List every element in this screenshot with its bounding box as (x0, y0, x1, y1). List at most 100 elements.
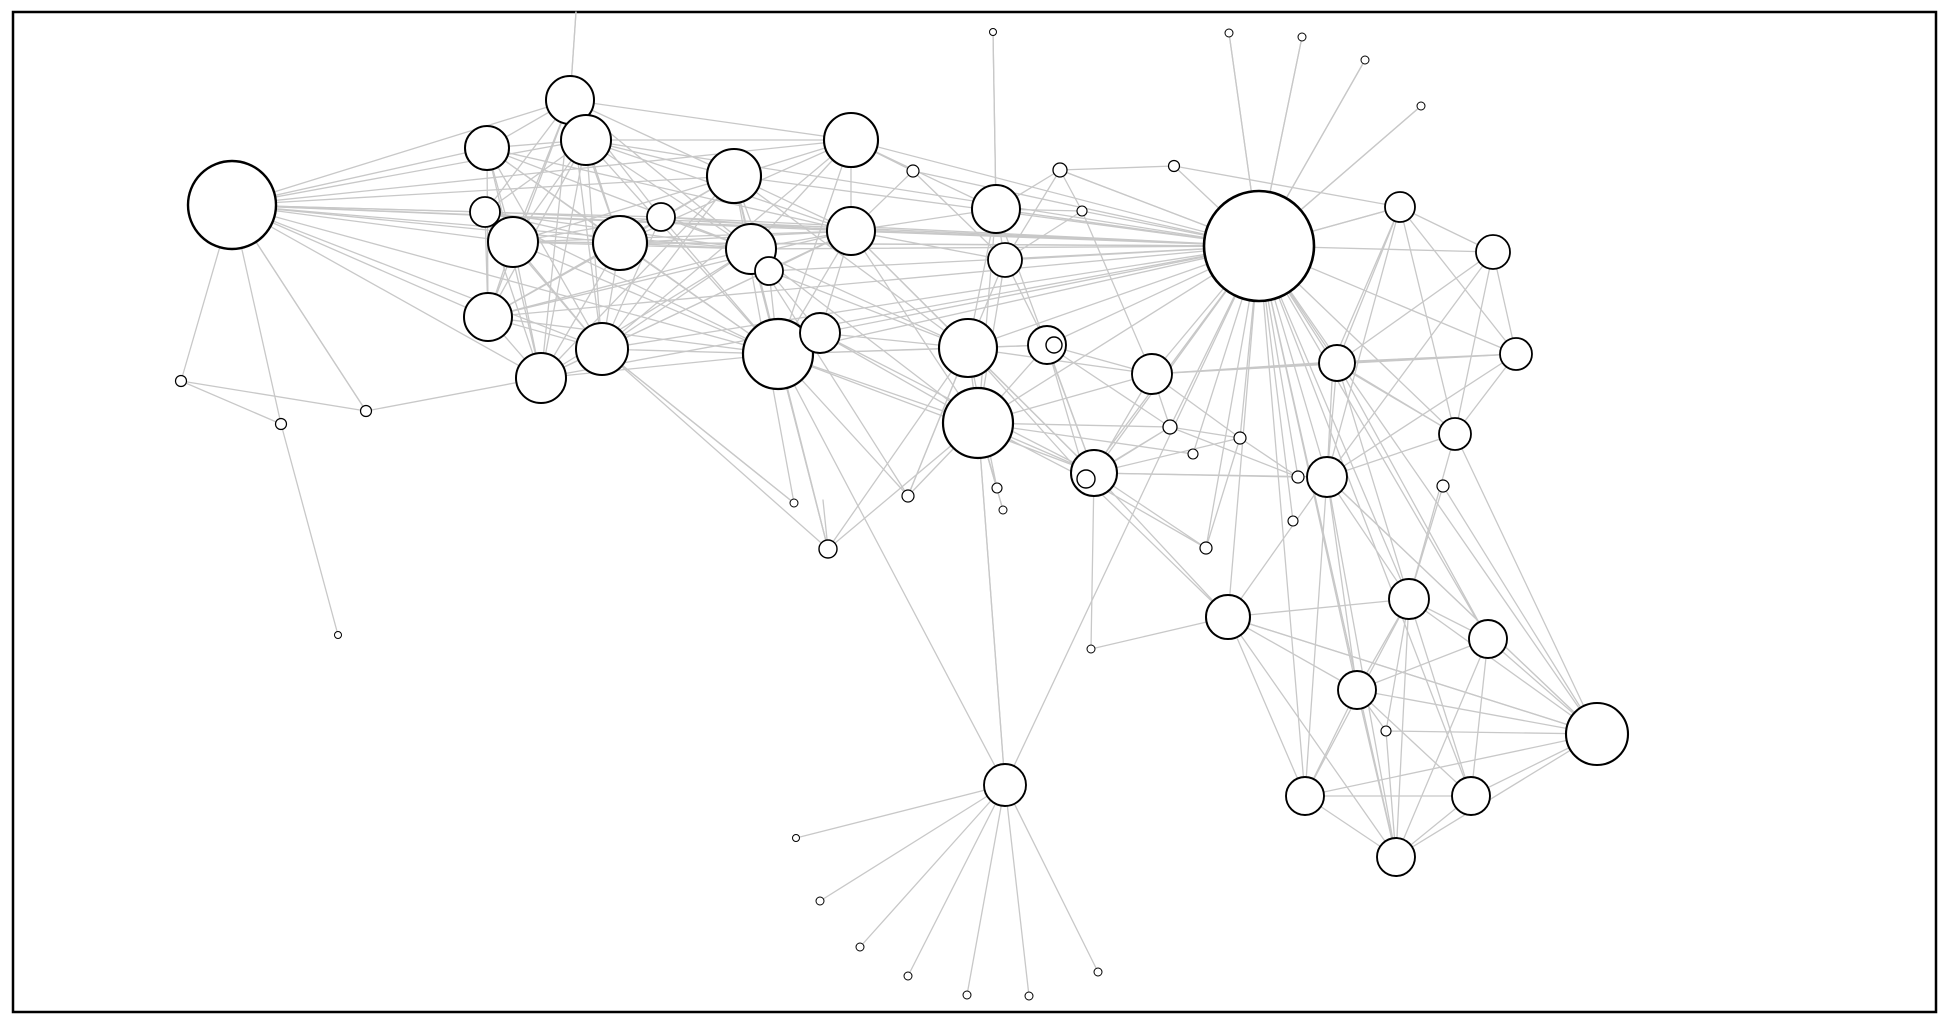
graph-node[interactable] (465, 126, 509, 170)
graph-node[interactable] (1288, 516, 1298, 526)
graph-node[interactable] (1377, 838, 1415, 876)
graph-edge (750, 248, 969, 349)
graph-node[interactable] (516, 353, 566, 403)
graph-node[interactable] (992, 483, 1002, 493)
graph-edge (660, 216, 1260, 247)
graph-node[interactable] (902, 490, 914, 502)
graph-node[interactable] (1204, 191, 1314, 301)
graph-node[interactable] (856, 943, 864, 951)
graph-edge (850, 230, 1260, 247)
graph-node[interactable] (176, 376, 187, 387)
graph-node[interactable] (939, 319, 997, 377)
graph-node[interactable] (593, 216, 647, 270)
graph-edge (850, 139, 1260, 247)
graph-node[interactable] (1046, 337, 1062, 353)
graph-node[interactable] (464, 293, 512, 341)
graph-node[interactable] (1298, 33, 1306, 41)
graph-node[interactable] (790, 499, 798, 507)
graph-edge (231, 204, 779, 355)
graph-node[interactable] (335, 632, 342, 639)
graph-edge (1326, 476, 1358, 691)
graph-node[interactable] (1225, 29, 1233, 37)
graph-node[interactable] (1087, 645, 1095, 653)
graph-node[interactable] (276, 419, 287, 430)
graph-node[interactable] (1077, 206, 1087, 216)
graph-node[interactable] (1132, 354, 1172, 394)
graph-node[interactable] (984, 764, 1026, 806)
graph-node[interactable] (1169, 161, 1180, 172)
graph-node[interactable] (907, 165, 919, 177)
graph-node[interactable] (943, 388, 1013, 458)
graph-node[interactable] (816, 897, 824, 905)
graph-edge (1004, 784, 1099, 973)
graph-node[interactable] (988, 243, 1022, 277)
graph-node[interactable] (800, 313, 840, 353)
graph-node[interactable] (1500, 338, 1532, 370)
graph-node[interactable] (1188, 449, 1198, 459)
graph-node[interactable] (755, 257, 783, 285)
graph-node[interactable] (1385, 192, 1415, 222)
graph-edge (1258, 245, 1489, 640)
graph-edge (1090, 616, 1229, 650)
graph-node[interactable] (561, 115, 611, 165)
graph-node[interactable] (1338, 671, 1376, 709)
graph-node[interactable] (1307, 457, 1347, 497)
graph-node[interactable] (990, 29, 997, 36)
graph-node[interactable] (1094, 968, 1102, 976)
graph-node[interactable] (1292, 471, 1304, 483)
nodes-layer[interactable] (176, 29, 1629, 1001)
graph-node[interactable] (824, 113, 878, 167)
graph-edge (750, 248, 909, 497)
graph-node[interactable] (819, 540, 837, 558)
graph-node[interactable] (1476, 235, 1510, 269)
graph-edge (912, 170, 1006, 261)
graph-node[interactable] (1077, 470, 1095, 488)
graph-node[interactable] (1439, 418, 1471, 450)
graph-node[interactable] (1381, 726, 1391, 736)
graph-node[interactable] (1319, 345, 1355, 381)
graph-node[interactable] (707, 149, 761, 203)
graph-node[interactable] (1025, 992, 1033, 1000)
graph-edge (1454, 433, 1598, 735)
graph-node[interactable] (1417, 102, 1425, 110)
graph-node[interactable] (904, 972, 912, 980)
graph-node[interactable] (488, 217, 538, 267)
graph-edge (827, 347, 969, 550)
graph-edge (569, 99, 852, 141)
graph-node[interactable] (470, 197, 500, 227)
graph-edge (1326, 433, 1456, 478)
graph-node[interactable] (963, 991, 971, 999)
graph-node[interactable] (1163, 420, 1177, 434)
graph-node[interactable] (1234, 432, 1246, 444)
graph-node[interactable] (743, 319, 813, 389)
graph-node[interactable] (972, 185, 1020, 233)
graph-node[interactable] (647, 203, 675, 231)
graph-edge (1395, 638, 1489, 858)
graph-node[interactable] (1286, 777, 1324, 815)
graph-edge (1385, 730, 1397, 858)
graph-node[interactable] (188, 161, 276, 249)
graph-node[interactable] (1469, 620, 1507, 658)
graph-edge (1356, 689, 1598, 735)
graph-node[interactable] (1071, 450, 1117, 496)
graph-node[interactable] (1200, 542, 1212, 554)
graph-node[interactable] (793, 835, 800, 842)
graph-edge (1169, 426, 1241, 439)
graph-node[interactable] (361, 406, 372, 417)
graph-edge (540, 245, 1260, 379)
graph-node[interactable] (1452, 777, 1490, 815)
graph-edge (1395, 733, 1598, 858)
graph-node[interactable] (1206, 595, 1250, 639)
graph-node[interactable] (999, 506, 1007, 514)
graph-node[interactable] (576, 323, 628, 375)
graph-node[interactable] (1361, 56, 1369, 64)
graph-node[interactable] (1437, 480, 1449, 492)
graph-edge (777, 245, 1260, 355)
graph-node[interactable] (1566, 703, 1628, 765)
graph-node[interactable] (1389, 579, 1429, 619)
graph-edge (1399, 206, 1456, 435)
graph-edge (569, 99, 735, 177)
graph-node[interactable] (1053, 163, 1067, 177)
graph-node[interactable] (827, 207, 875, 255)
